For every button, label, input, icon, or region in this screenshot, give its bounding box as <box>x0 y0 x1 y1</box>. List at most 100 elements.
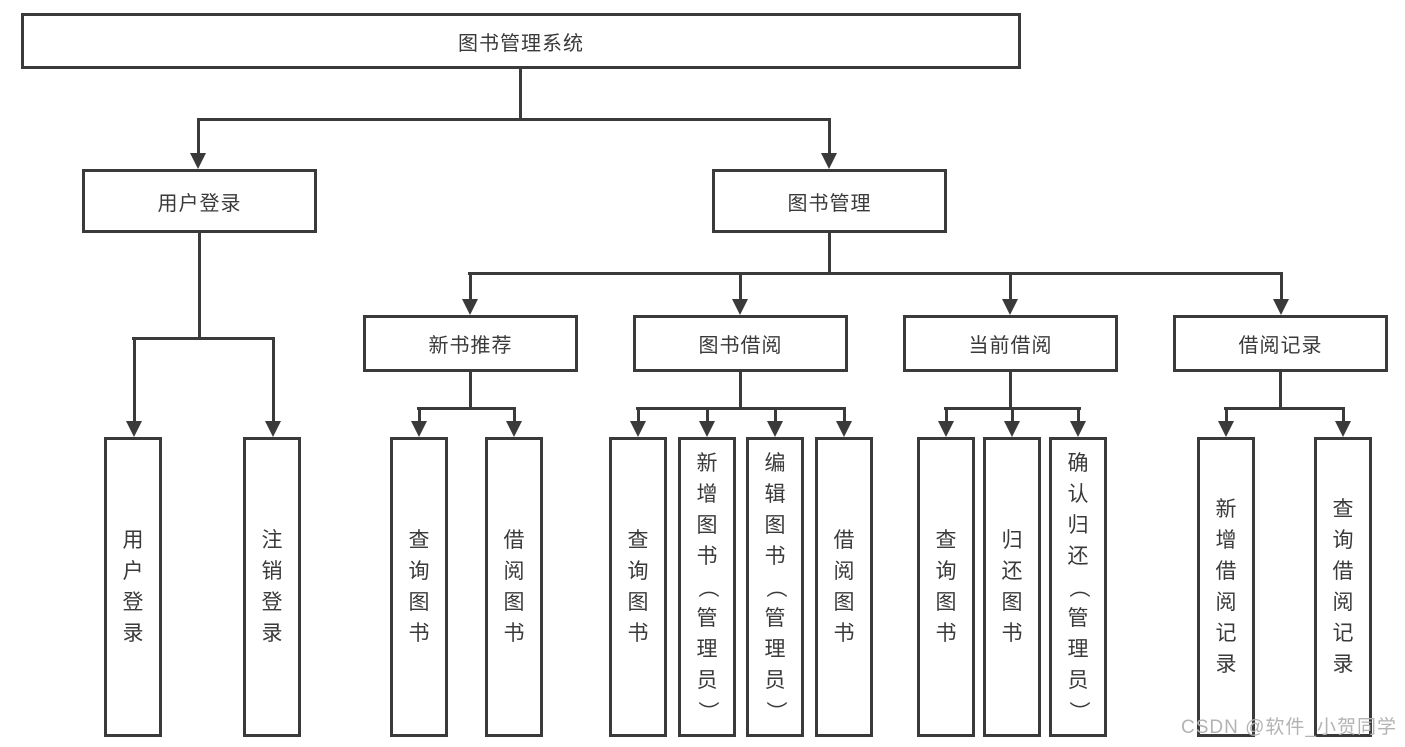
node-label: 新增图书（管理员） <box>695 451 719 722</box>
leaf-borrow-add-books-admin: 新增图书（管理员） <box>678 437 736 737</box>
connector-line <box>132 337 275 340</box>
connector-arrow <box>767 407 783 437</box>
arrow-down-icon <box>265 421 281 437</box>
connector-arrow <box>190 118 206 169</box>
connector-line <box>827 118 831 153</box>
connector-line <box>1279 372 1282 410</box>
connector-line <box>469 372 472 410</box>
arrow-down-icon <box>699 421 715 437</box>
connector-arrow <box>1070 407 1086 437</box>
arrow-down-icon <box>1273 299 1289 315</box>
connector-line <box>417 407 516 410</box>
connector-line <box>773 407 777 421</box>
leaf-current-query-books: 查询图书 <box>917 437 975 737</box>
node-label: 借阅图书 <box>503 529 525 645</box>
csdn-watermark: CSDN @软件_小贺同学 <box>1181 717 1397 738</box>
node-label: 查询借阅记录 <box>1332 498 1354 676</box>
connector-line <box>739 372 742 410</box>
arrow-down-icon <box>1002 299 1018 315</box>
leaf-newbook-query-books: 查询图书 <box>390 437 448 737</box>
arrow-down-icon <box>836 421 852 437</box>
connector-line <box>512 407 516 421</box>
arrow-down-icon <box>938 421 954 437</box>
connector-line <box>1224 407 1345 410</box>
leaf-newbook-borrow-books: 借阅图书 <box>485 437 543 737</box>
node-label: 新书推荐 <box>428 335 513 357</box>
connector-line <box>1341 407 1345 421</box>
connector-line <box>738 272 742 299</box>
connector-arrow <box>1335 407 1351 437</box>
arrow-down-icon <box>732 299 748 315</box>
node-book-borrow: 图书借阅 <box>633 315 848 372</box>
leaf-logout: 注销登录 <box>243 437 301 737</box>
connector-line <box>636 407 640 421</box>
connector-arrow <box>836 407 852 437</box>
arrow-down-icon <box>1004 421 1020 437</box>
leaf-borrow-query-books: 查询图书 <box>609 437 667 737</box>
node-label: 归还图书 <box>1001 529 1023 645</box>
arrow-down-icon <box>630 421 646 437</box>
connector-arrow <box>1002 272 1018 315</box>
leaf-current-confirm-return-admin: 确认归还（管理员） <box>1049 437 1107 737</box>
leaf-user-login: 用户登录 <box>104 437 162 737</box>
connector-arrow <box>126 337 142 437</box>
connector-line <box>271 337 275 421</box>
node-library-management-system: 图书管理系统 <box>21 13 1021 69</box>
node-label: 借阅记录 <box>1238 335 1323 357</box>
connector-line <box>1010 407 1014 421</box>
connector-arrow <box>265 337 281 437</box>
connector-line <box>417 407 421 421</box>
node-label: 当前借阅 <box>968 335 1053 357</box>
connector-arrow <box>506 407 522 437</box>
arrow-down-icon <box>411 421 427 437</box>
arrow-down-icon <box>767 421 783 437</box>
connector-line <box>1076 407 1080 421</box>
node-label: 新增借阅记录 <box>1215 498 1237 676</box>
node-label: 图书管理系统 <box>458 32 584 55</box>
connector-line <box>944 407 948 421</box>
connector-line <box>1279 272 1283 299</box>
node-label: 查询图书 <box>627 529 649 645</box>
connector-arrow <box>732 272 748 315</box>
arrow-down-icon <box>190 153 206 169</box>
connector-line <box>828 233 831 275</box>
arrow-down-icon <box>1335 421 1351 437</box>
node-user-login: 用户登录 <box>82 169 317 233</box>
leaf-current-return-books: 归还图书 <box>983 437 1041 737</box>
connector-arrow <box>1218 407 1234 437</box>
connector-line <box>842 407 846 421</box>
leaf-records-query-borrow-record: 查询借阅记录 <box>1314 437 1372 737</box>
node-current-borrow: 当前借阅 <box>903 315 1118 372</box>
connector-line <box>519 69 522 121</box>
connector-arrow <box>411 407 427 437</box>
node-label: 注销登录 <box>261 529 283 645</box>
leaf-records-add-borrow-record: 新增借阅记录 <box>1197 437 1255 737</box>
connector-line <box>468 272 1283 275</box>
connector-arrow <box>1004 407 1020 437</box>
connector-line <box>1008 272 1012 299</box>
connector-line <box>705 407 709 421</box>
arrow-down-icon <box>462 299 478 315</box>
node-label: 用户登录 <box>122 529 144 645</box>
node-label: 图书借阅 <box>698 335 783 357</box>
connector-arrow <box>699 407 715 437</box>
connector-line <box>468 272 472 299</box>
leaf-borrow-borrow-books: 借阅图书 <box>815 437 873 737</box>
connector-arrow <box>821 118 837 169</box>
leaf-borrow-edit-books-admin: 编辑图书（管理员） <box>746 437 804 737</box>
connector-arrow <box>1273 272 1289 315</box>
node-label: 图书管理 <box>787 192 872 215</box>
connector-arrow <box>938 407 954 437</box>
arrow-down-icon <box>1218 421 1234 437</box>
connector-line <box>636 407 846 410</box>
connector-arrow <box>630 407 646 437</box>
connector-line <box>1009 372 1012 410</box>
arrow-down-icon <box>1070 421 1086 437</box>
connector-line <box>197 118 831 121</box>
connector-line <box>198 233 201 340</box>
node-book-management: 图书管理 <box>712 169 947 233</box>
connector-line <box>1224 407 1228 421</box>
node-label: 借阅图书 <box>833 529 855 645</box>
node-new-book-recommend: 新书推荐 <box>363 315 578 372</box>
